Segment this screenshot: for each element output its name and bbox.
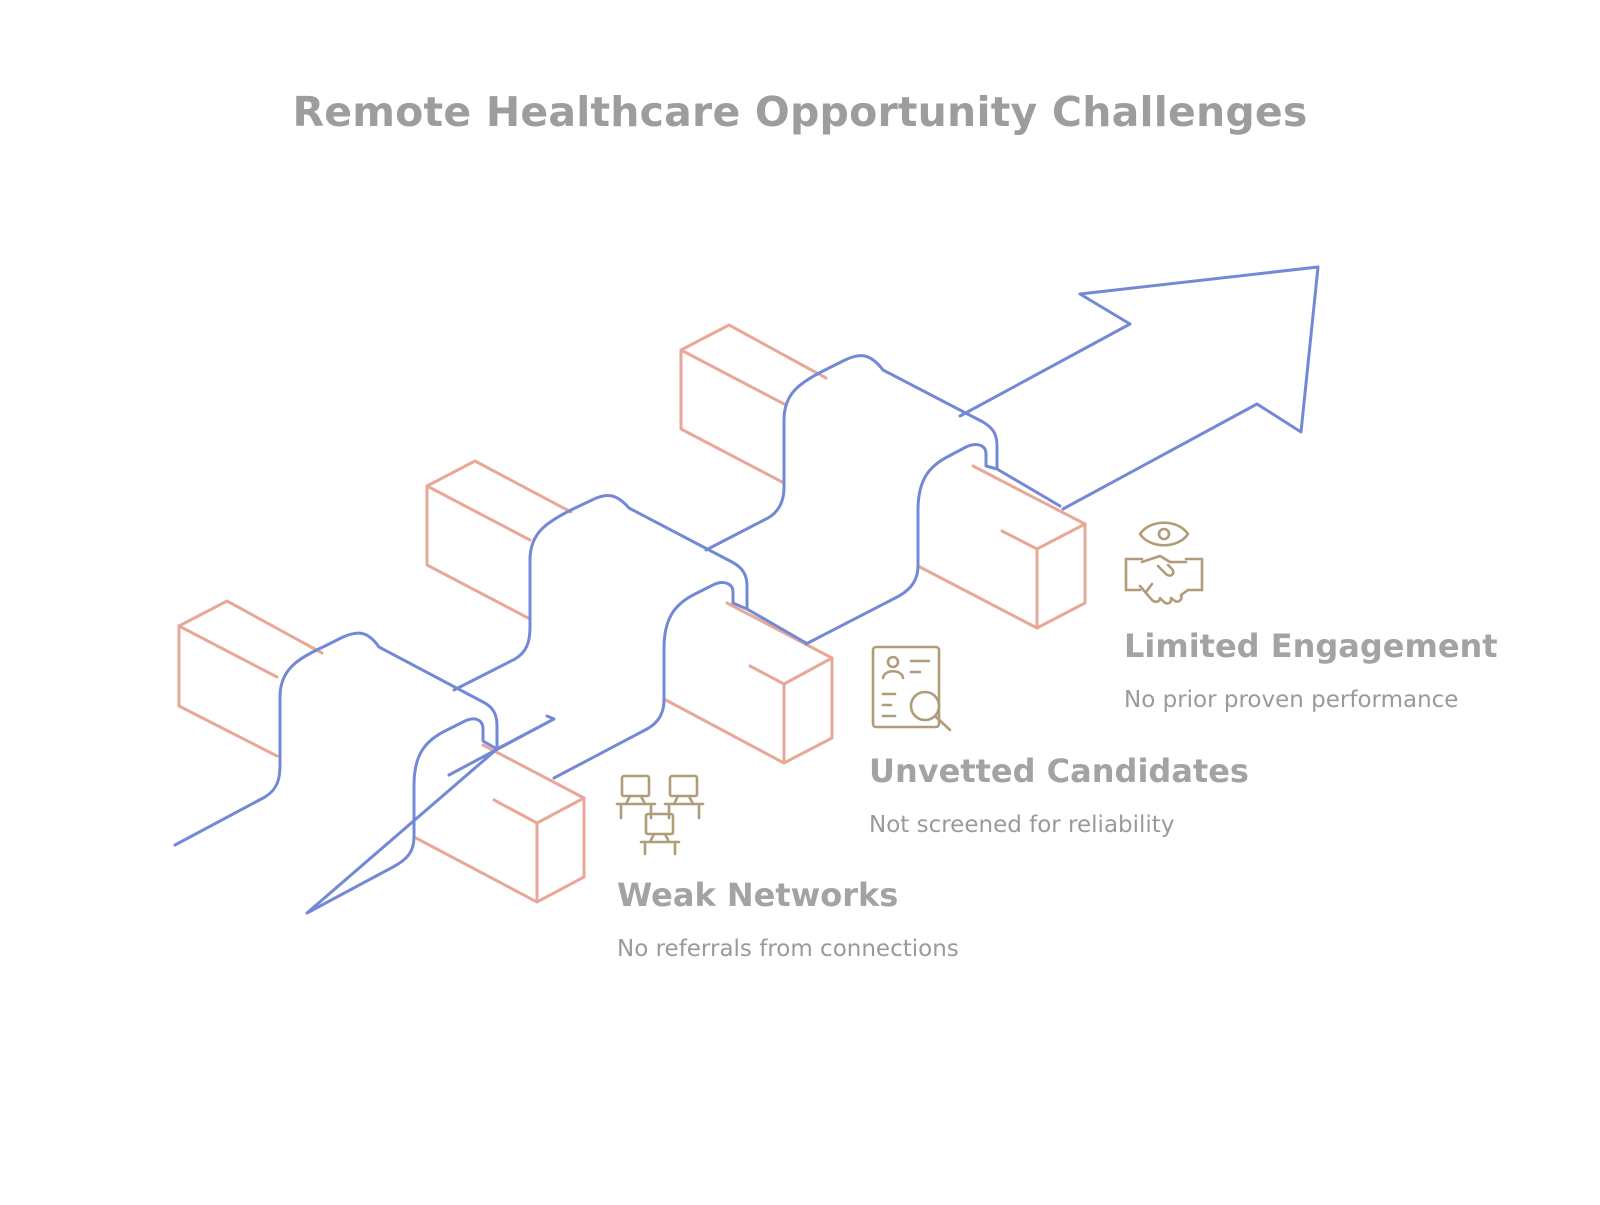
block-unvetted-candidates <box>425 459 834 765</box>
block-limited-engagement <box>679 323 1087 630</box>
diagram-title: Remote Healthcare Opportunity Challenges <box>292 88 1308 136</box>
progress-ribbon <box>173 631 556 915</box>
stage-description: Not screened for reliability <box>869 812 1175 838</box>
arrow-head <box>958 265 1320 511</box>
progress-ribbon-middle <box>452 494 808 780</box>
stage-title: Unvetted Candidates <box>869 752 1249 790</box>
stage-title: Limited Engagement <box>1124 627 1498 665</box>
stage-description: No referrals from connections <box>617 936 959 962</box>
stage-label-limited-engagement: Limited Engagement No prior proven perfo… <box>1124 627 1498 713</box>
stage-label-weak-networks: Weak Networks No referrals from connecti… <box>617 876 959 962</box>
stage-description: No prior proven performance <box>1124 687 1459 713</box>
stage-title: Weak Networks <box>617 876 899 914</box>
eye-handshake-icon <box>1124 521 1204 605</box>
block-weak-networks <box>177 599 586 904</box>
profile-search-icon <box>871 645 952 732</box>
progress-ribbon-back <box>704 354 1062 646</box>
stage-label-unvetted-candidates: Unvetted Candidates Not screened for rel… <box>869 752 1249 838</box>
computer-network-icon <box>615 774 705 856</box>
